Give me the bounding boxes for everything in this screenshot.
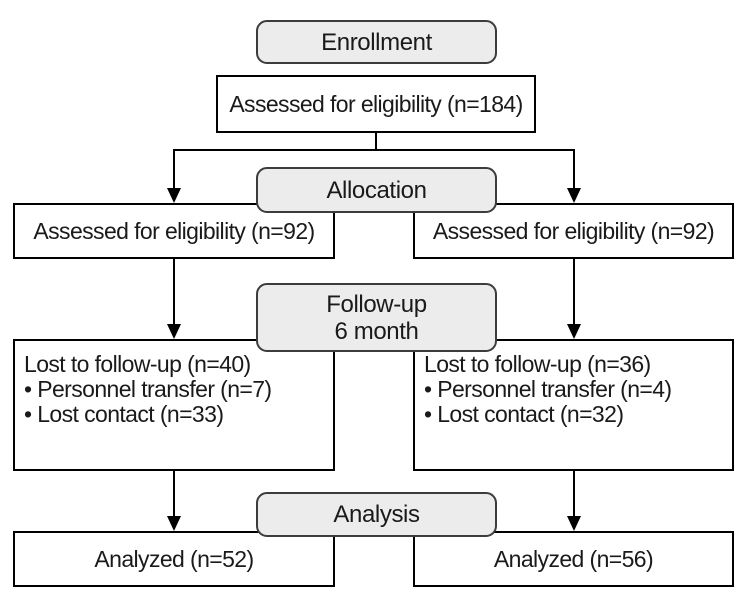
arrow-down-icon [567,324,581,339]
arrow-down-icon [167,516,181,531]
connector-right-followup [573,257,575,324]
analyzed-right-box: Analyzed (n=56) [413,531,734,587]
phase-followup-line2: 6 month [334,317,419,345]
phase-followup-line1: Follow-up [326,290,427,318]
arrow-down-icon [567,516,581,531]
phase-allocation: Allocation [256,167,497,213]
followup-left-box: Lost to follow-up (n=40) • Personnel tra… [13,339,335,471]
arrow-down-icon [567,188,581,203]
analyzed-left-box: Analyzed (n=52) [13,531,335,587]
followup-left-title: Lost to follow-up (n=40) [24,351,251,377]
connector-left-analysis [173,469,175,517]
followup-right-box: Lost to follow-up (n=36) • Personnel tra… [413,339,734,471]
connector-top-stem [375,132,377,151]
followup-left-item: • Lost contact (n=33) [24,401,224,427]
followup-right-item: • Personnel transfer (n=4) [424,376,672,402]
assessed-eligibility-total-box: Assessed for eligibility (n=184) [216,75,536,133]
phase-followup: Follow-up 6 month [256,283,497,352]
followup-right-item: • Lost contact (n=32) [424,401,624,427]
connector-left-followup [173,257,175,324]
connector-left-allocation [173,149,175,188]
connector-right-allocation [573,149,575,188]
followup-right-title: Lost to follow-up (n=36) [424,351,651,377]
allocation-right-box: Assessed for eligibility (n=92) [413,203,734,259]
connector-branch-horizontal [173,149,575,151]
phase-enrollment: Enrollment [256,20,497,64]
phase-analysis: Analysis [256,492,497,537]
connector-right-analysis [573,469,575,517]
arrow-down-icon [167,188,181,203]
followup-left-item: • Personnel transfer (n=7) [24,376,272,402]
arrow-down-icon [167,324,181,339]
